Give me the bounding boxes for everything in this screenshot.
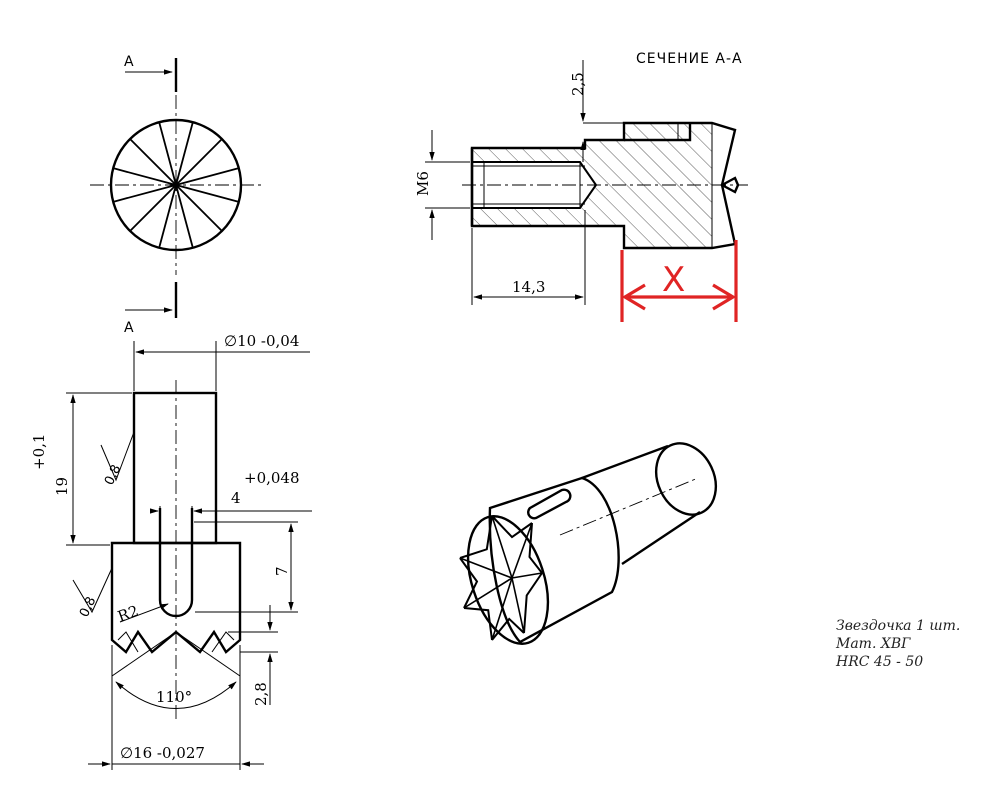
star-spoke [158, 121, 177, 186]
cut-letter-top: A [124, 54, 134, 70]
star-spoke [175, 184, 194, 249]
note-line-1: Звездочка 1 шт. [836, 618, 960, 634]
star-spoke [175, 184, 240, 203]
dim-4-tol: +0,048 [244, 469, 300, 487]
iso-star-facet [459, 515, 493, 559]
dim-angle: 110° [156, 688, 192, 706]
iso-shaft-end [654, 442, 718, 516]
iso-star-facet [459, 557, 479, 609]
iso-shaft-bottom-edge [621, 511, 701, 565]
iso-star-facet [528, 522, 543, 574]
iso-star-facet [523, 572, 543, 634]
shaft [132, 391, 218, 545]
radius-leader [119, 603, 169, 623]
dim-19: 19 [53, 477, 71, 496]
iso-star-edge [459, 557, 513, 579]
red-arrow-right [712, 283, 737, 311]
star-spoke [158, 184, 177, 249]
title-notes: Звездочка 1 шт. Мат. ХВГ HRC 45 - 50 [835, 618, 960, 670]
star-spoke [112, 184, 177, 203]
star-spoke [175, 167, 240, 186]
dim-r2: R2 [115, 602, 141, 626]
iso-head-face [466, 515, 550, 645]
iso-star-edge [511, 572, 543, 579]
section-outline [470, 121, 737, 250]
dim-19-tol: +0,1 [30, 434, 48, 470]
iso-star-facet [491, 515, 533, 539]
iso-star-edge [491, 577, 513, 641]
dim-2-8: 2,8 [252, 682, 270, 706]
section-label: СЕЧЕНИЕ А-А [636, 51, 743, 67]
roughness-shaft-symbol [100, 431, 135, 482]
iso-star-edge [511, 522, 533, 579]
iso-star [459, 515, 543, 641]
iso-shaft-top-edge [581, 444, 669, 480]
iso-star-edge [511, 577, 525, 634]
end-view: A A [90, 54, 262, 336]
note-line-3: HRC 45 - 50 [835, 654, 923, 670]
dim-d16: ∅16 -0,027 [120, 744, 205, 762]
star-spoke [112, 167, 177, 186]
dim-x: X [662, 260, 685, 300]
star-spokes [112, 121, 240, 249]
section-view: СЕЧЕНИЕ А-А 2,5 M6 14,3 [414, 51, 748, 322]
isometric-view [459, 442, 718, 645]
dim-m6: M6 [414, 171, 432, 196]
section-slot [624, 123, 692, 142]
star-spoke [129, 184, 177, 232]
dim-4: 4 [231, 489, 241, 507]
roughness-head-symbol [72, 567, 113, 614]
star-spoke [175, 184, 223, 232]
dim-14-3: 14,3 [512, 278, 545, 296]
side-view: ∅10 -0,04 19 +0,1 0,8 4 +0,048 7 0,8 R2 [30, 332, 312, 770]
angle-line-left [111, 631, 177, 677]
end-view-circle [109, 118, 243, 252]
angle-arc [115, 681, 237, 709]
note-line-2: Мат. ХВГ [835, 636, 911, 652]
iso-star-facet [463, 607, 493, 641]
dim-2-5: 2,5 [569, 72, 587, 96]
angle-line-right [175, 631, 241, 677]
dim-7: 7 [273, 566, 291, 576]
star-spoke [175, 138, 223, 186]
iso-star-facet [491, 617, 525, 641]
head [110, 541, 242, 654]
iso-star-edge [463, 577, 513, 609]
cut-letter-bottom: A [124, 320, 134, 336]
star-spoke [175, 121, 194, 186]
dim-d10: ∅10 -0,04 [224, 332, 299, 350]
tooth-left [117, 631, 139, 653]
iso-head [488, 476, 620, 644]
iso-star-edge [491, 515, 513, 579]
tooth-right [211, 631, 235, 653]
red-arrow-left [621, 283, 646, 311]
roughness-head: 0,8 [77, 595, 99, 620]
iso-slot [527, 488, 572, 520]
star-spoke [129, 138, 177, 186]
